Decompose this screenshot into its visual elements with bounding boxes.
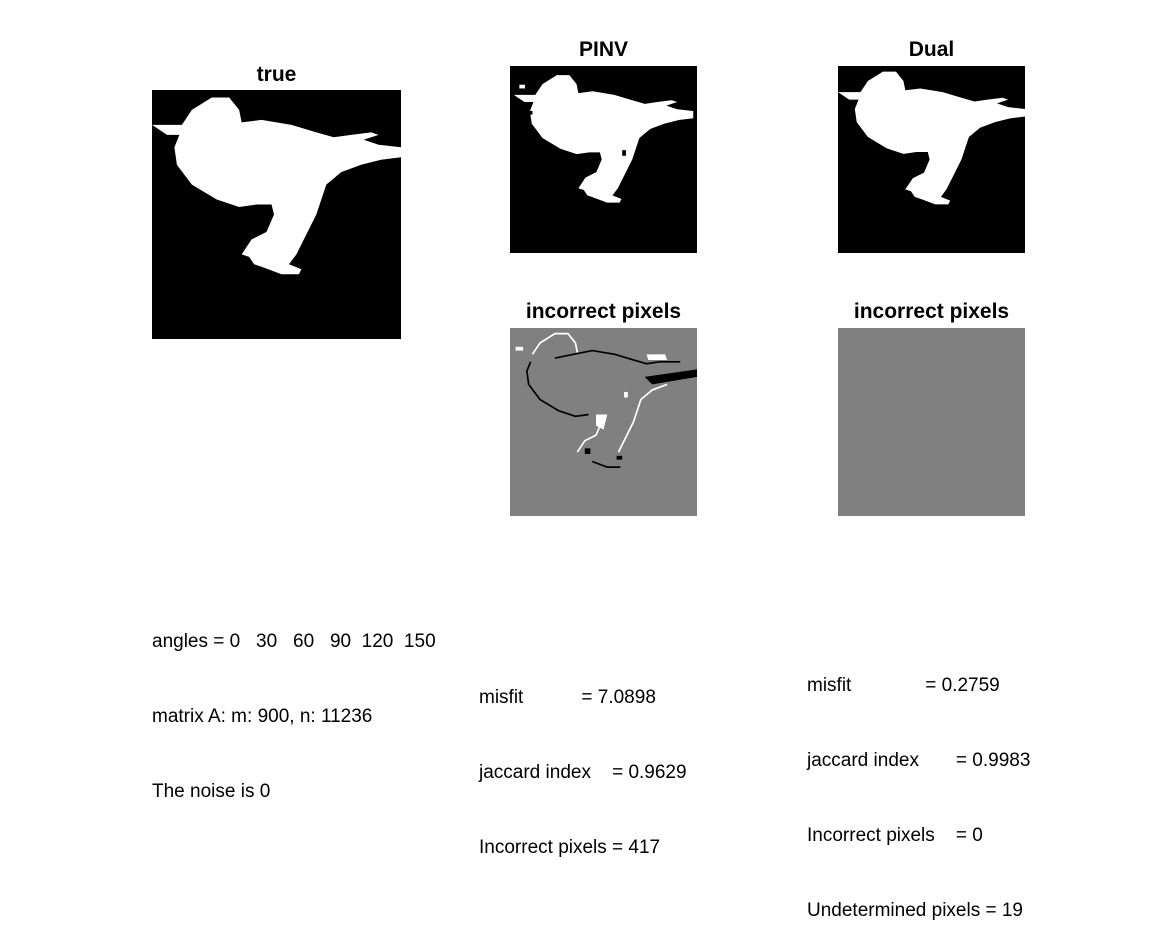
pinv-stats: misfit = 7.0898 jaccard index = 0.9629 I…: [479, 635, 687, 885]
pinv-incorrect: Incorrect pixels = 417: [479, 837, 661, 858]
panel-title-dual-incorrect: incorrect pixels: [853, 300, 1010, 323]
dual-incorrect-pixels-panel: [838, 328, 1025, 516]
true-image-panel: [152, 90, 401, 339]
dual-undetermined: Undetermined pixels = 19: [807, 900, 1023, 921]
pinv-jaccard: jaccard index = 0.9629: [479, 762, 687, 783]
panel-title-dual: Dual: [908, 38, 955, 61]
angles-text: angles = 0 30 60 90 120 150: [152, 631, 436, 652]
pinv-misfit: misfit = 7.0898: [479, 687, 656, 708]
dual-image-panel: [838, 66, 1025, 253]
info-block: angles = 0 30 60 90 120 150 matrix A: m:…: [152, 579, 436, 829]
pinv-incorrect-pixels-panel: [510, 328, 697, 516]
dual-jaccard: jaccard index = 0.9983: [807, 750, 1031, 771]
dual-misfit: misfit = 0.2759: [807, 675, 1000, 696]
pinv-image-panel: [510, 66, 697, 253]
panel-title-true: true: [256, 63, 297, 86]
dual-stats: misfit = 0.2759 jaccard index = 0.9983 I…: [807, 623, 1030, 948]
dual-incorrect: Incorrect pixels = 0: [807, 825, 983, 846]
panel-title-pinv: PINV: [578, 38, 628, 61]
matrix-text: matrix A: m: 900, n: 11236: [152, 706, 373, 727]
noise-text: The noise is 0: [152, 781, 271, 802]
panel-title-pinv-incorrect: incorrect pixels: [525, 300, 682, 323]
